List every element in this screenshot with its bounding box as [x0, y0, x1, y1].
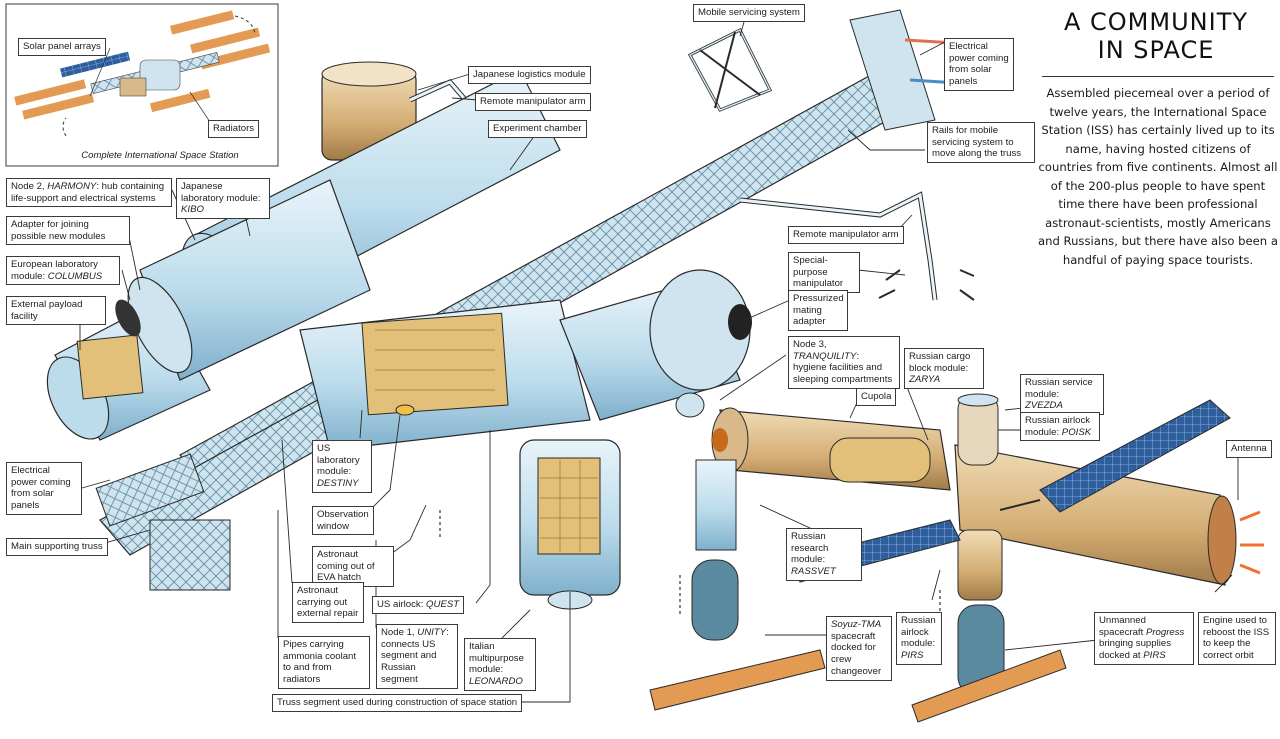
- leonardo-text-a: Italian multipurpose module:: [469, 641, 524, 676]
- node3-text-a: Node 3,: [793, 339, 827, 350]
- destiny-module: [299, 299, 591, 451]
- label-astronaut-repair: Astronaut carrying out external repair: [292, 582, 364, 624]
- rassvet-name: RASSVET: [791, 566, 836, 578]
- destiny-text-a: US laboratory module:: [317, 443, 360, 478]
- label-soyuz: Soyuz-TMA spacecraft docked for crew cha…: [826, 616, 892, 681]
- cupola: [675, 392, 705, 418]
- kibo-name: KIBO: [181, 204, 204, 216]
- label-quest: US airlock: QUEST: [372, 596, 465, 614]
- columbus-name: COLUMBUS: [47, 270, 103, 282]
- zvezda-module: [954, 444, 1264, 586]
- quest-text-a: US airlock:: [377, 599, 427, 610]
- label-node3-tranquility: Node 3, TRANQUILITY: hygiene facilities …: [788, 336, 900, 389]
- inset-station-overview: [5, 3, 279, 167]
- label-radiators: Radiators: [208, 120, 260, 138]
- label-observation-window: Observation window: [312, 506, 374, 536]
- progress-pirs: PIRS: [1143, 650, 1166, 662]
- rassvet-text-a: Russian research module:: [791, 531, 829, 566]
- label-antenna: Antenna: [1226, 440, 1272, 458]
- label-adapter: Adapter for joining possible new modules: [6, 216, 130, 246]
- label-unity: Node 1, UNITY: connects US segment and R…: [376, 624, 458, 689]
- label-node2-harmony: Node 2, HARMONY: hub containing life-sup…: [6, 178, 172, 208]
- label-external-payload: External payload facility: [6, 296, 106, 326]
- progress-text-b: bringing supplies docked at: [1099, 638, 1171, 662]
- poisk-name: POISK: [1061, 426, 1092, 438]
- node2-text-b: : hub containing life-support and electr…: [11, 181, 165, 204]
- kibo-text-a: Japanese laboratory module:: [181, 181, 261, 204]
- label-truss-segment: Truss segment used during construction o…: [272, 694, 523, 712]
- label-pipes: Pipes carrying ammonia coolant to and fr…: [278, 636, 370, 689]
- pirs-module: [957, 529, 1003, 601]
- page-title: A COMMUNITY IN SPACE: [1040, 8, 1272, 65]
- tranquility-node: [559, 269, 752, 421]
- title-rule: [1042, 76, 1274, 77]
- zarya-text-a: Russian cargo block module:: [909, 351, 971, 374]
- label-solar-panel-arrays: Solar panel arrays: [18, 38, 106, 56]
- label-leonardo: Italian multipurpose module: LEONARDO: [464, 638, 536, 691]
- label-astronaut-eva: Astronaut coming out of EVA hatch: [312, 546, 394, 588]
- columbus-text-a: European laboratory module:: [11, 259, 98, 282]
- leonardo-module: [519, 439, 621, 610]
- leonardo-name: LEONARDO: [469, 676, 523, 688]
- rassvet-docking-spine: [695, 459, 737, 551]
- label-rassvet: Russian research module: RASSVET: [786, 528, 862, 581]
- label-special-purpose-manipulator: Special-purpose manipulator: [788, 252, 860, 294]
- zarya-name: ZARYA: [909, 374, 941, 386]
- soyuz-spacecraft: [649, 559, 826, 711]
- label-engine: Engine used to reboost the ISS to keep t…: [1198, 612, 1276, 665]
- destiny-name: DESTINY: [317, 478, 359, 490]
- node3-name: TRANQUILITY: [793, 350, 857, 362]
- zvezda-name: ZVEZDA: [1025, 400, 1063, 412]
- pirs-name: PIRS: [901, 650, 924, 662]
- remote-manipulator-arm-right: [739, 191, 975, 301]
- poisk-text-a: Russian airlock module:: [1025, 415, 1091, 438]
- label-experiment-chamber: Experiment chamber: [488, 120, 587, 138]
- unity-name: UNITY: [417, 627, 447, 638]
- label-poisk: Russian airlock module: POISK: [1020, 412, 1100, 442]
- mobile-servicing-system: [687, 27, 773, 112]
- label-main-truss: Main supporting truss: [6, 538, 108, 556]
- unity-text-a: Node 1,: [381, 627, 418, 638]
- label-electrical-power-left: Electrical power coming from solar panel…: [6, 462, 82, 515]
- node3-text-b: : hygiene facilities and sleeping compar…: [793, 350, 893, 386]
- progress-spacecraft: [911, 604, 1067, 723]
- inset-caption: Complete International Space Station: [81, 150, 239, 161]
- label-rails: Rails for mobile servicing system to mov…: [927, 122, 1035, 164]
- progress-text-a: Unmanned spacecraft: [1099, 615, 1146, 638]
- label-kibo: Japanese laboratory module: KIBO: [176, 178, 270, 220]
- quest-name: QUEST: [426, 599, 460, 610]
- poisk-module: [957, 393, 999, 466]
- soyuz-name: Soyuz-TMA: [831, 619, 882, 630]
- label-remote-manipulator-arm-top: Remote manipulator arm: [475, 93, 591, 111]
- label-japanese-logistics-module: Japanese logistics module: [468, 66, 591, 84]
- label-cupola: Cupola: [856, 388, 897, 406]
- unity-text-b: : connects US segment and Russian segmen…: [381, 627, 449, 685]
- label-mobile-servicing-system: Mobile servicing system: [693, 4, 805, 22]
- label-zvezda: Russian service module: ZVEZDA: [1020, 374, 1104, 416]
- label-remote-manipulator-arm-right: Remote manipulator arm: [788, 226, 904, 244]
- zvezda-text-a: Russian service module:: [1025, 377, 1093, 400]
- zarya-module: [711, 407, 951, 491]
- progress-name: Progress: [1145, 626, 1185, 638]
- title-line-2: IN SPACE: [1097, 36, 1215, 65]
- node2-text-a: Node 2,: [11, 181, 48, 192]
- pirs-text-a: Russian airlock module:: [901, 615, 936, 650]
- intro-paragraph: Assembled piecemeal over a period of twe…: [1038, 86, 1278, 267]
- label-zarya: Russian cargo block module: ZARYA: [904, 348, 984, 390]
- label-electrical-power-top: Electrical power coming from solar panel…: [944, 38, 1014, 91]
- label-pressurized-mating-adapter: Pressurized mating adapter: [788, 290, 848, 332]
- label-columbus: European laboratory module: COLUMBUS: [6, 256, 120, 286]
- soyuz-text-b: spacecraft docked for crew changeover: [831, 630, 882, 677]
- title-line-1: A COMMUNITY: [1063, 8, 1249, 36]
- label-progress: Unmanned spacecraft Progress bringing su…: [1094, 612, 1194, 665]
- label-pirs: Russian airlock module: PIRS: [896, 612, 942, 665]
- node2-name: HARMONY: [47, 181, 97, 192]
- label-destiny: US laboratory module: DESTINY: [312, 440, 372, 493]
- lower-truss-racks: [95, 453, 231, 591]
